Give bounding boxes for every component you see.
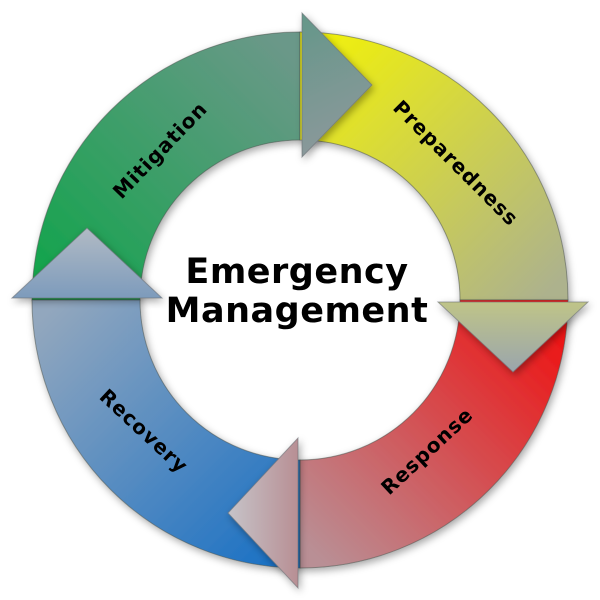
band-preparedness: [299, 31, 569, 301]
center-title: Emergency Management: [166, 252, 429, 331]
band-recovery: [31, 299, 301, 569]
band-response: [299, 299, 569, 569]
cycle-ring: [31, 31, 569, 569]
center-title-line1: Emergency: [185, 252, 408, 292]
center-title-line2: Management: [166, 291, 429, 331]
band-mitigation: [31, 31, 301, 301]
arrowhead-response-to-recovery-icon: [227, 436, 299, 590]
arrowhead-mitigation-to-preparedness-icon: [301, 11, 373, 159]
arrowhead-recovery-to-mitigation-icon: [10, 227, 164, 299]
arrowhead-preparedness-to-response-icon: [436, 301, 590, 373]
